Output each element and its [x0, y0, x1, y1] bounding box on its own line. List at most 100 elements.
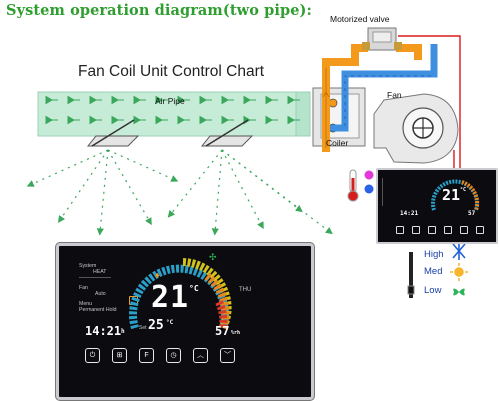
hot-water-pipe: [322, 44, 422, 152]
airflow-arrow: [107, 149, 179, 182]
duct-flow-arrow: [265, 115, 278, 125]
duct-flow-arrow: [89, 115, 102, 125]
thermostat-display: System HEAT Fan Auto Menu Permanent Hold…: [56, 243, 314, 400]
menu-divider: [79, 277, 111, 278]
outflow-arrows: [26, 149, 333, 236]
eco-fan-icon: [453, 288, 465, 296]
speed-low-label: Low: [424, 285, 442, 296]
duct-flow-arrow: [199, 95, 212, 105]
humidity-value: 57: [215, 324, 230, 338]
snowflake-icon: [452, 242, 466, 260]
small-set-temp: 21: [442, 186, 461, 204]
small-temp-dial: [431, 179, 480, 211]
airflow-arrow: [26, 149, 109, 187]
airflow-arrow: [107, 149, 152, 226]
menu-hold-value: Permanent Hold: [79, 307, 117, 313]
airflow-arrow: [57, 149, 109, 223]
duct-flow-arrow: [221, 115, 234, 125]
up-button[interactable]: ︿: [193, 348, 208, 363]
sun-icon: [450, 263, 468, 281]
small-humidity: 57: [468, 210, 476, 217]
humidity-unit: %rh: [231, 330, 241, 336]
coiler-label: Coiler: [326, 138, 349, 148]
flame-icon: ♦: [155, 270, 160, 280]
thermostat-small-display: 21 °C 14:21 57: [376, 168, 498, 244]
small-menu-lines: [382, 178, 407, 206]
airflow-arrow: [221, 149, 333, 235]
airflow-arrow: [221, 149, 264, 230]
power-button[interactable]: ⏻: [85, 348, 100, 363]
small-mode-button[interactable]: [412, 226, 420, 234]
duct-flow-arrow: [67, 95, 80, 105]
duct-flow-arrow: [133, 95, 146, 105]
duct-flow-arrow: [45, 115, 58, 125]
duct-flow-arrow: [45, 95, 58, 105]
menu-menu-label: Menu: [79, 301, 92, 307]
air-diffuser-right: [200, 119, 254, 147]
speed-high-label: High: [424, 249, 444, 260]
clock-suffix: h: [121, 328, 125, 335]
duct-flow-arrow: [155, 115, 168, 125]
menu-fan-value: Auto: [95, 291, 106, 297]
set-temp-unit: °C: [189, 284, 199, 293]
duct-flow-arrow: [265, 95, 278, 105]
menu-system-label: System: [79, 263, 97, 269]
speed-med-label: Med: [424, 266, 443, 277]
fan-unit: [373, 93, 459, 164]
duct-flow-arrow: [177, 95, 190, 105]
duct-flow-arrow: [67, 115, 80, 125]
airflow-arrow: [96, 149, 109, 236]
fan-speed-icon: ✣: [209, 252, 217, 262]
duct-flow-arrow: [177, 115, 190, 125]
fan-button[interactable]: F: [139, 348, 154, 363]
cold-water-pipe: [333, 44, 438, 132]
air-pipe-label: Air Pipe: [155, 96, 185, 106]
room-temp-unit: °C: [166, 319, 174, 326]
room-temp-value: 25: [148, 318, 164, 333]
temp-dial: [129, 258, 232, 330]
day-of-week: THU: [239, 287, 252, 293]
small-power-button[interactable]: [396, 226, 404, 234]
motorized-valve: [362, 27, 402, 51]
duct-flow-arrow: [243, 115, 256, 125]
duct-airflow-arrows: [45, 95, 300, 125]
duct-flow-arrow: [155, 95, 168, 105]
duct-flow-arrow: [287, 95, 300, 105]
set-temp-value: 21: [151, 280, 190, 315]
air-pipe-duct: [37, 91, 311, 137]
small-fan-button[interactable]: [428, 226, 436, 234]
duct-flow-arrow: [89, 95, 102, 105]
fan-label: Fan: [387, 90, 402, 100]
clock-time: 14:21: [85, 324, 122, 338]
valve-control-wire: [398, 35, 461, 168]
clock-button[interactable]: ◷: [166, 348, 181, 363]
small-set-unit: °C: [460, 187, 467, 193]
mode-button[interactable]: ⊞: [112, 348, 127, 363]
small-clock: 14:21: [400, 210, 419, 217]
thermometer-icon: [347, 169, 359, 202]
chart-title: Fan Coil Unit Control Chart: [78, 63, 265, 80]
heat-indicator-dot: [364, 170, 374, 180]
airflow-arrow: [211, 149, 223, 236]
set-label: Set: [139, 325, 147, 331]
duct-flow-arrow: [111, 115, 124, 125]
duct-flow-arrow: [287, 115, 300, 125]
motorized-valve-label: Motorized valve: [330, 14, 390, 24]
small-down-button[interactable]: [476, 226, 484, 234]
small-up-button[interactable]: [460, 226, 468, 234]
duct-flow-arrow: [221, 95, 234, 105]
fan-speed-slider: [407, 252, 415, 298]
duct-flow-arrow: [243, 95, 256, 105]
airflow-arrow: [167, 149, 223, 218]
duct-flow-arrow: [111, 95, 124, 105]
down-button[interactable]: ﹀: [220, 348, 235, 363]
air-diffuser-left: [86, 119, 140, 147]
diagram-title: System operation diagram(two pipe):: [6, 2, 312, 19]
menu-fan-label: Fan: [79, 285, 88, 291]
small-clock-button[interactable]: [444, 226, 452, 234]
menu-system-value: HEAT: [93, 269, 107, 275]
cool-indicator-dot: [364, 184, 374, 194]
duct-flow-arrow: [199, 115, 212, 125]
